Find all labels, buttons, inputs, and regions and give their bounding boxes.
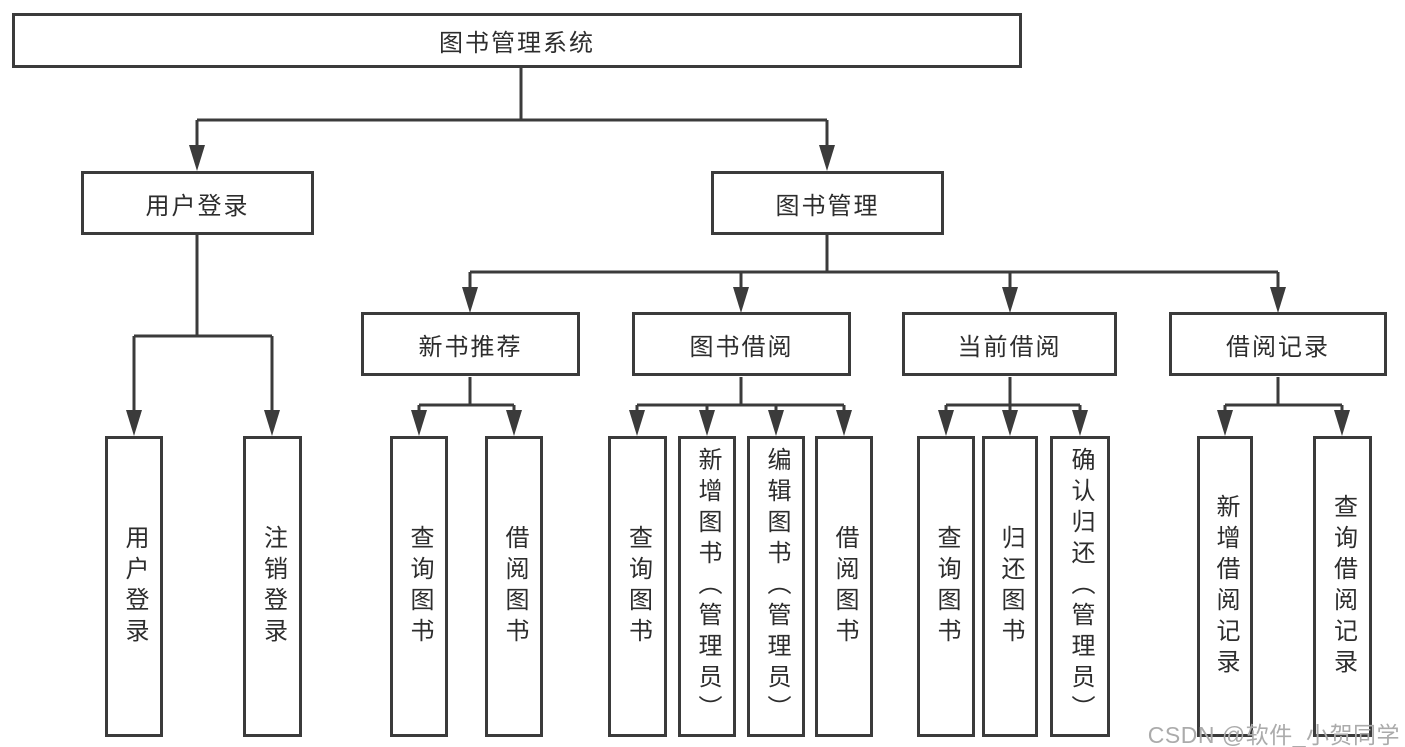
node-book-management: 图书管理 <box>711 171 944 235</box>
node-new-book-recommend: 新书推荐 <box>361 312 580 376</box>
leaf-query-books-recommend: 查询图书 <box>390 436 448 737</box>
leaf-logout: 注销登录 <box>243 436 302 737</box>
leaf-edit-book-admin: 编辑图书（管理员） <box>747 436 805 737</box>
connector-new-book-recommend-to-children <box>411 377 522 436</box>
node-book-borrowing: 图书借阅 <box>632 312 851 376</box>
node-current-borrowing: 当前借阅 <box>902 312 1117 376</box>
connector-user-login-to-children <box>126 234 280 436</box>
leaf-add-book-admin: 新增图书（管理员） <box>678 436 736 737</box>
connector-borrowing-records-to-children <box>1217 377 1350 436</box>
leaf-borrow-books-recommend: 借阅图书 <box>485 436 543 737</box>
node-borrowing-records: 借阅记录 <box>1169 312 1387 376</box>
leaf-query-borrow-record: 查询借阅记录 <box>1313 436 1372 737</box>
connector-book-management-to-level3 <box>462 234 1286 313</box>
csdn-watermark: CSDN @软件_小贺同学 <box>1147 722 1400 747</box>
connector-current-borrowing-to-children <box>938 377 1088 436</box>
leaf-confirm-return-admin: 确认归还（管理员） <box>1050 436 1110 737</box>
node-library-management-system: 图书管理系统 <box>12 13 1022 68</box>
leaf-query-books-current: 查询图书 <box>917 436 975 737</box>
leaf-add-borrow-record: 新增借阅记录 <box>1197 436 1253 737</box>
leaf-borrow-books-borrowing: 借阅图书 <box>815 436 873 737</box>
connector-root-to-level2 <box>189 67 835 171</box>
node-user-login: 用户登录 <box>81 171 314 235</box>
leaf-user-login: 用户登录 <box>105 436 163 737</box>
leaf-query-books-borrowing: 查询图书 <box>608 436 667 737</box>
connector-book-borrowing-to-children <box>629 377 852 436</box>
leaf-return-books: 归还图书 <box>982 436 1038 737</box>
